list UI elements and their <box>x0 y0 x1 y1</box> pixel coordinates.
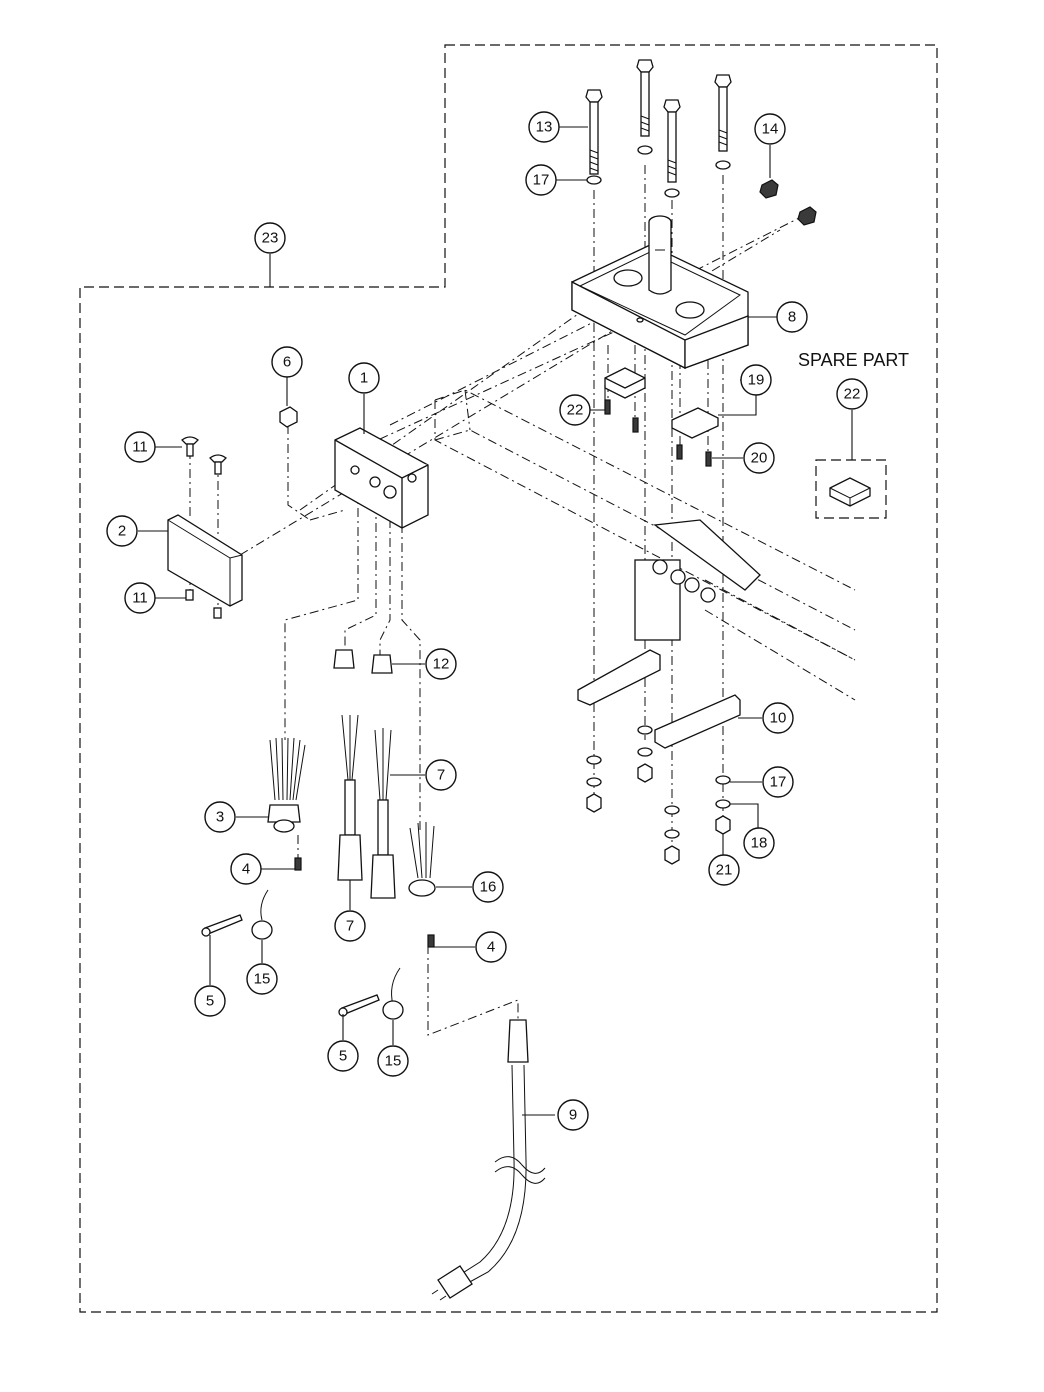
svg-text:13: 13 <box>536 119 553 136</box>
screw-4b <box>427 934 435 948</box>
small-bracket <box>671 407 719 467</box>
long-screws <box>201 914 380 1017</box>
callout-5b: 5 <box>327 1040 359 1072</box>
svg-text:8: 8 <box>788 309 796 326</box>
svg-text:22: 22 <box>844 386 861 403</box>
svg-text:17: 17 <box>770 774 787 791</box>
caps <box>251 889 404 1020</box>
callout-6: 6 <box>271 346 303 378</box>
cable-glands <box>333 649 393 674</box>
callout-2: 2 <box>106 515 138 547</box>
svg-text:15: 15 <box>385 1053 402 1070</box>
svg-text:22: 22 <box>567 402 584 419</box>
power-cord <box>431 1019 546 1301</box>
hex-bolts <box>759 179 817 226</box>
svg-text:19: 19 <box>748 372 765 389</box>
callout-20: 20 <box>743 442 775 474</box>
callout-7a: 7 <box>425 759 457 791</box>
svg-text:4: 4 <box>242 861 250 878</box>
callout-22-spare: 22 <box>836 378 868 410</box>
callout-15b: 15 <box>377 1045 409 1077</box>
svg-text:20: 20 <box>751 450 768 467</box>
svg-text:1: 1 <box>360 370 368 387</box>
junction-box <box>334 427 429 529</box>
svg-text:9: 9 <box>569 1107 577 1124</box>
callout-4a: 4 <box>230 853 262 885</box>
svg-text:11: 11 <box>132 590 148 607</box>
callout-10: 10 <box>762 702 794 734</box>
callout-16: 16 <box>472 871 504 903</box>
svg-text:2: 2 <box>118 523 126 540</box>
svg-text:5: 5 <box>206 993 214 1010</box>
callout-23: 23 <box>254 222 286 254</box>
callout-17a: 17 <box>525 164 557 196</box>
callout-1: 1 <box>348 362 380 394</box>
callout-7b: 7 <box>334 910 366 942</box>
svg-text:17: 17 <box>533 172 550 189</box>
nut-6 <box>279 406 298 428</box>
pad-mounted <box>604 367 646 433</box>
spare-part-title: SPARE PART <box>798 350 909 370</box>
mounting-block <box>571 215 749 370</box>
callout-15a: 15 <box>246 963 278 995</box>
cables-7 <box>337 714 396 899</box>
spare-part-box: SPARE PART <box>798 350 909 519</box>
cover-plate <box>167 436 243 619</box>
svg-text:16: 16 <box>480 879 497 896</box>
leader-lines <box>138 126 853 1116</box>
svg-text:5: 5 <box>339 1048 347 1065</box>
svg-text:11: 11 <box>132 439 148 456</box>
callouts: 1 2 3 4 4 5 5 6 7 7 8 9 10 11 11 12 13 1… <box>106 111 868 1131</box>
callout-18: 18 <box>743 827 775 859</box>
callout-22a: 22 <box>559 394 591 426</box>
screw-4a <box>294 857 302 871</box>
svg-text:21: 21 <box>716 862 733 879</box>
connector-3 <box>267 737 306 833</box>
svg-text:4: 4 <box>487 939 495 956</box>
assembly-boundary <box>79 44 938 1313</box>
svg-text:10: 10 <box>770 710 787 727</box>
lower-hardware <box>586 725 731 865</box>
connector-16 <box>408 822 436 897</box>
svg-text:3: 3 <box>216 809 224 826</box>
callout-17b: 17 <box>762 766 794 798</box>
svg-text:18: 18 <box>751 835 768 852</box>
channel-brackets <box>577 649 741 749</box>
washers-top <box>586 145 731 198</box>
svg-text:7: 7 <box>346 918 354 935</box>
callout-9: 9 <box>557 1099 589 1131</box>
lower-rail <box>634 519 761 641</box>
svg-text:7: 7 <box>437 767 445 784</box>
svg-text:15: 15 <box>254 971 271 988</box>
callout-11a: 11 <box>124 431 156 463</box>
callout-11b: 11 <box>124 582 156 614</box>
callout-19: 19 <box>740 364 772 396</box>
callout-21: 21 <box>708 854 740 886</box>
svg-text:6: 6 <box>283 354 291 371</box>
callout-8: 8 <box>776 301 808 333</box>
svg-text:23: 23 <box>262 230 279 247</box>
callout-12: 12 <box>425 648 457 680</box>
callout-3: 3 <box>204 801 236 833</box>
callout-13: 13 <box>528 111 560 143</box>
svg-text:12: 12 <box>433 656 450 673</box>
callout-5a: 5 <box>194 985 226 1017</box>
long-bolts <box>585 59 732 183</box>
svg-text:14: 14 <box>762 121 779 138</box>
phantom-frame <box>189 165 856 1036</box>
callout-14: 14 <box>754 113 786 145</box>
callout-4b: 4 <box>475 931 507 963</box>
